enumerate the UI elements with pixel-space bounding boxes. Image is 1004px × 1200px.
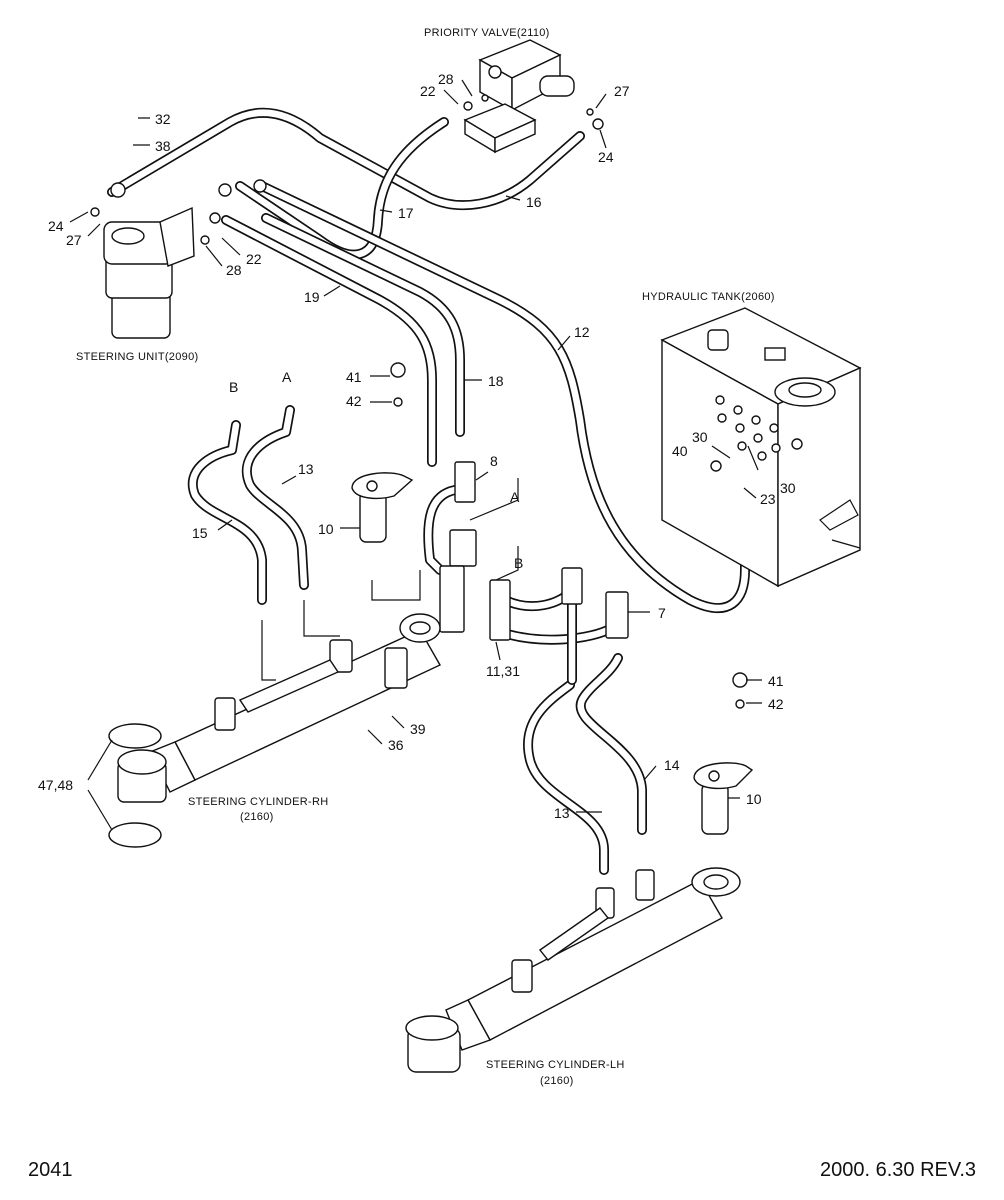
callout-23: 23 [760,491,776,507]
steering-cylinder-rh [108,613,441,848]
label-cylinder-rh: STEERING CYLINDER-RH [188,796,328,808]
callout-41-upper: 41 [346,369,362,385]
steering-cylinder-lh [405,867,741,1073]
callout-16: 16 [526,194,542,210]
pin-10-upper [351,362,414,543]
label-steering-unit: STEERING UNIT(2090) [76,351,198,363]
leader-lines [69,79,762,831]
steering-unit [90,179,267,339]
label-hydraulic-tank: HYDRAULIC TANK(2060) [642,291,775,303]
callout-13-upper: 13 [298,461,314,477]
callout-40: 40 [672,443,688,459]
label-cylinder-lh-code: (2160) [540,1075,574,1087]
component-labels: PRIORITY VALVE(2110) STEERING UNIT(2090)… [76,27,775,1087]
footer: 2041 2000. 6.30 REV.3 [28,1159,976,1181]
callout-18: 18 [488,373,504,389]
label-priority-valve: PRIORITY VALVE(2110) [424,27,550,39]
callout-36: 36 [388,737,404,753]
callout-a: A [510,489,520,505]
label-cylinder-lh: STEERING CYLINDER-LH [486,1059,625,1071]
callout-42-lower: 42 [768,696,784,712]
callout-12: 12 [574,324,590,340]
callout-7: 7 [658,605,666,621]
callout-41-lower: 41 [768,673,784,689]
valve-block [439,461,629,641]
tank-port-grid [715,395,803,461]
callout-24-left: 24 [48,218,64,234]
callout-11-31: 11,31 [486,663,520,679]
callout-13-lower: 13 [554,805,570,821]
hose-12 [257,181,750,613]
part-callouts: 32 38 22 28 27 24 24 27 28 22 17 16 19 1… [38,71,796,821]
callout-28-top: 28 [438,71,454,87]
hoses [107,107,750,875]
callout-28-left: 28 [226,262,242,278]
callout-14: 14 [664,757,680,773]
callout-10-lower: 10 [746,791,762,807]
label-cylinder-rh-code: (2160) [240,811,274,823]
callout-38: 38 [155,138,171,154]
hose-13-upper [241,405,309,590]
callout-15: 15 [192,525,208,541]
hose-16 [107,107,585,211]
callout-22-top: 22 [420,83,436,99]
callout-27-left: 27 [66,232,82,248]
callout-47-48: 47,48 [38,777,73,793]
callout-27-top: 27 [614,83,630,99]
hose-15 [187,420,267,605]
callout-10-upper: 10 [318,521,334,537]
revision-date: 2000. 6.30 REV.3 [820,1159,976,1181]
callout-b: B [514,555,523,571]
page-number: 2041 [28,1159,73,1181]
hose-19 [221,215,437,467]
callout-19: 19 [304,289,320,305]
priority-valve [463,39,604,154]
callout-17: 17 [398,205,414,221]
label-port-a: A [282,369,292,385]
label-port-b: B [229,379,238,395]
callout-42-upper: 42 [346,393,362,409]
callout-30-upper: 30 [692,429,708,445]
callout-24-top: 24 [598,149,614,165]
hose-13-lower [523,680,609,875]
callout-39: 39 [410,721,426,737]
hose-18 [261,213,465,437]
callout-22-left: 22 [246,251,262,267]
callout-30-lower: 30 [780,480,796,496]
pin-10-lower [693,672,754,835]
hydraulic-tank [660,307,862,588]
callout-8: 8 [490,453,498,469]
hose-14 [575,653,647,835]
callout-32: 32 [155,111,171,127]
